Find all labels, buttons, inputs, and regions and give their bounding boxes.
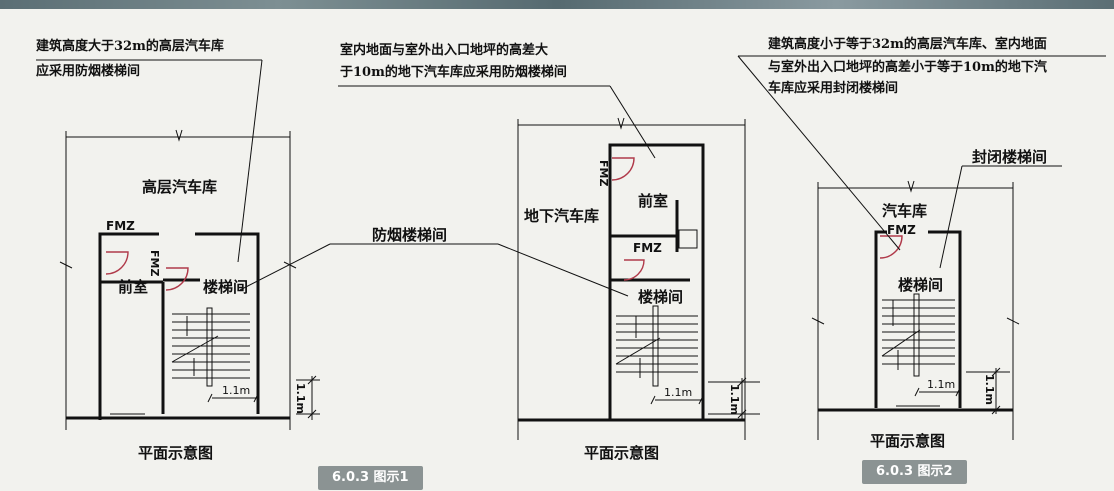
note-enclosed-stair-line3: 车库应采用封闭楼梯间 (768, 81, 899, 96)
label-dim-a-vertical: 1.1m (294, 383, 307, 414)
label-dim-b-vertical: 1.1m (728, 384, 741, 415)
figure-badge-2: 6.0.3 图示2 (862, 460, 967, 484)
label-underground-garage: 地下汽车库 (524, 207, 600, 225)
caption-plan-c: 平面示意图 (870, 432, 946, 450)
note-underground-garage-line2: 于10m的地下汽车库应采用防烟楼梯间 (340, 65, 567, 80)
label-dim-c-vertical: 1.1m (983, 374, 996, 405)
label-dim-a-horizontal: 1.1m (222, 384, 251, 397)
caption-plan-b: 平面示意图 (584, 444, 660, 462)
note-high-rise-garage-line2: 应采用防烟楼梯间 (36, 64, 141, 79)
label-stairwell-a: 楼梯间 (203, 278, 249, 296)
label-fire-door-a2: FMZ (148, 250, 161, 277)
top-banner-strip (0, 0, 1114, 9)
note-high-rise-garage-line1: 建筑高度大于32m的高层汽车库 (36, 39, 224, 54)
label-stairwell-b: 楼梯间 (638, 288, 684, 306)
label-front-room-a: 前室 (118, 278, 149, 296)
note-underground-garage-line1: 室内地面与室外出入口地坪的高差大 (340, 43, 549, 58)
plan-c-outline (737, 55, 1106, 440)
label-fire-door-a1: FMZ (106, 219, 135, 233)
note-enclosed-stair-line1: 建筑高度小于等于32m的高层汽车库、室内地面 (768, 37, 1047, 52)
label-high-rise-garage: 高层汽车库 (142, 178, 218, 196)
label-stairwell-c: 楼梯间 (898, 276, 944, 294)
label-enclosed-stair: 封闭楼梯间 (972, 148, 1048, 166)
caption-plan-a: 平面示意图 (138, 444, 214, 462)
label-dim-c-horizontal: 1.1m (927, 378, 956, 391)
label-smoke-proof-stair: 防烟楼梯间 (372, 226, 448, 244)
plan-a-outline (36, 59, 629, 430)
label-fire-door-c: FMZ (887, 223, 916, 237)
label-front-room-b: 前室 (638, 192, 669, 210)
label-garage: 汽车库 (882, 202, 928, 220)
figure-badge-1: 6.0.3 图示1 (318, 466, 423, 490)
plan-b-outline (338, 85, 760, 440)
label-dim-b-horizontal: 1.1m (664, 386, 693, 399)
label-fire-door-b2: FMZ (633, 241, 662, 255)
label-fire-door-b1: FMZ (597, 160, 610, 187)
note-enclosed-stair-line2: 与室外出入口地坪的高差小于等于10m的地下汽 (768, 60, 1047, 75)
